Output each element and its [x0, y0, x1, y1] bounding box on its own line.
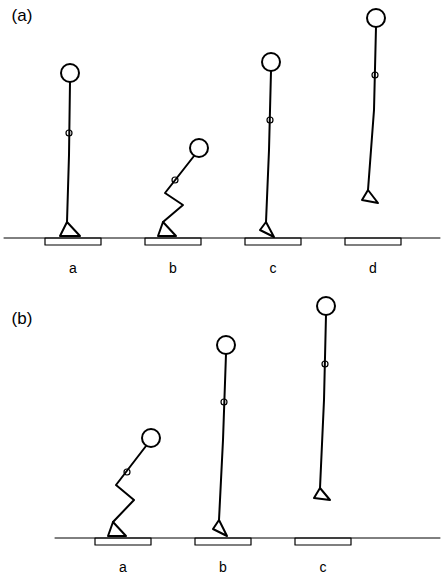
force-plate [245, 238, 301, 245]
stick-figure [213, 336, 235, 536]
force-plate [95, 538, 151, 545]
force-plate [145, 238, 201, 245]
phase-label: c [320, 560, 327, 574]
phase-label: a [69, 261, 77, 275]
phase-label: b [169, 261, 177, 275]
panel-label: (b) [12, 310, 33, 327]
phase-label: c [270, 261, 277, 275]
stick-figure [108, 429, 160, 536]
stick-figure [362, 9, 385, 203]
stick-figure [158, 139, 208, 236]
force-plate [295, 538, 351, 545]
force-plate [45, 238, 101, 245]
stick-figure [60, 64, 80, 236]
stick-figure [260, 53, 280, 237]
stick-figure [314, 297, 335, 500]
force-plate [195, 538, 251, 545]
phase-label: b [219, 560, 227, 574]
phase-label: a [119, 560, 127, 574]
panel-label: (a) [12, 7, 33, 24]
phase-label: d [369, 261, 377, 275]
force-plate [345, 238, 401, 245]
